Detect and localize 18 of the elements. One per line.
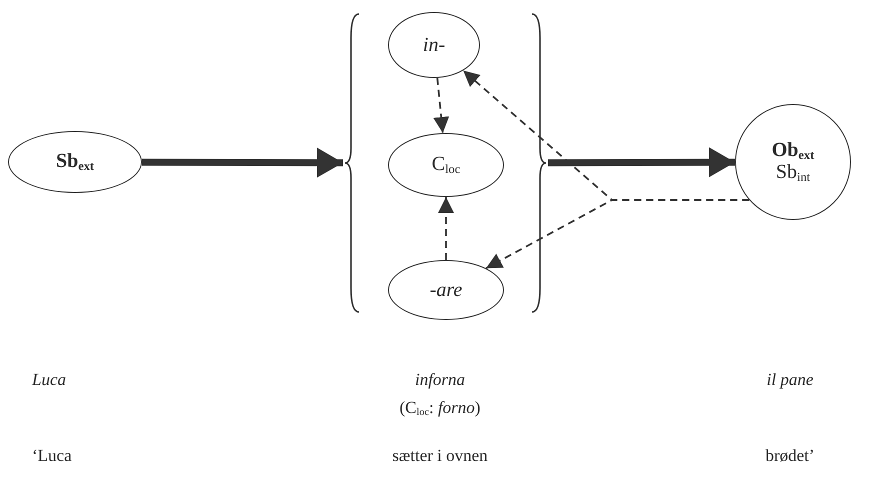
node-text: -are xyxy=(430,280,462,300)
gloss-text: Luca xyxy=(32,370,66,390)
gloss-text: sætter i ovnen xyxy=(392,446,488,466)
dashed-arrow xyxy=(438,197,454,260)
node-text: Ob$_{ext}$ xyxy=(772,140,814,162)
dashed-arrow xyxy=(486,199,750,270)
dashed-arrow xyxy=(433,78,450,134)
gloss-text: brødet’ xyxy=(765,446,815,466)
gloss-text: (C$_{loc}$: forno) xyxy=(400,398,480,418)
gloss-text: il pane xyxy=(766,370,814,390)
node-text: Sb$_{ext}$ xyxy=(56,150,94,174)
node-text: in- xyxy=(422,34,446,56)
arrow xyxy=(142,148,343,178)
node-text: Sb$_{int}$ xyxy=(776,162,810,184)
node-text: C$_{loc}$ xyxy=(432,154,460,176)
gloss-text: inforna xyxy=(414,370,466,390)
arrow xyxy=(548,147,735,178)
gloss-text: ‘Luca xyxy=(32,446,72,466)
